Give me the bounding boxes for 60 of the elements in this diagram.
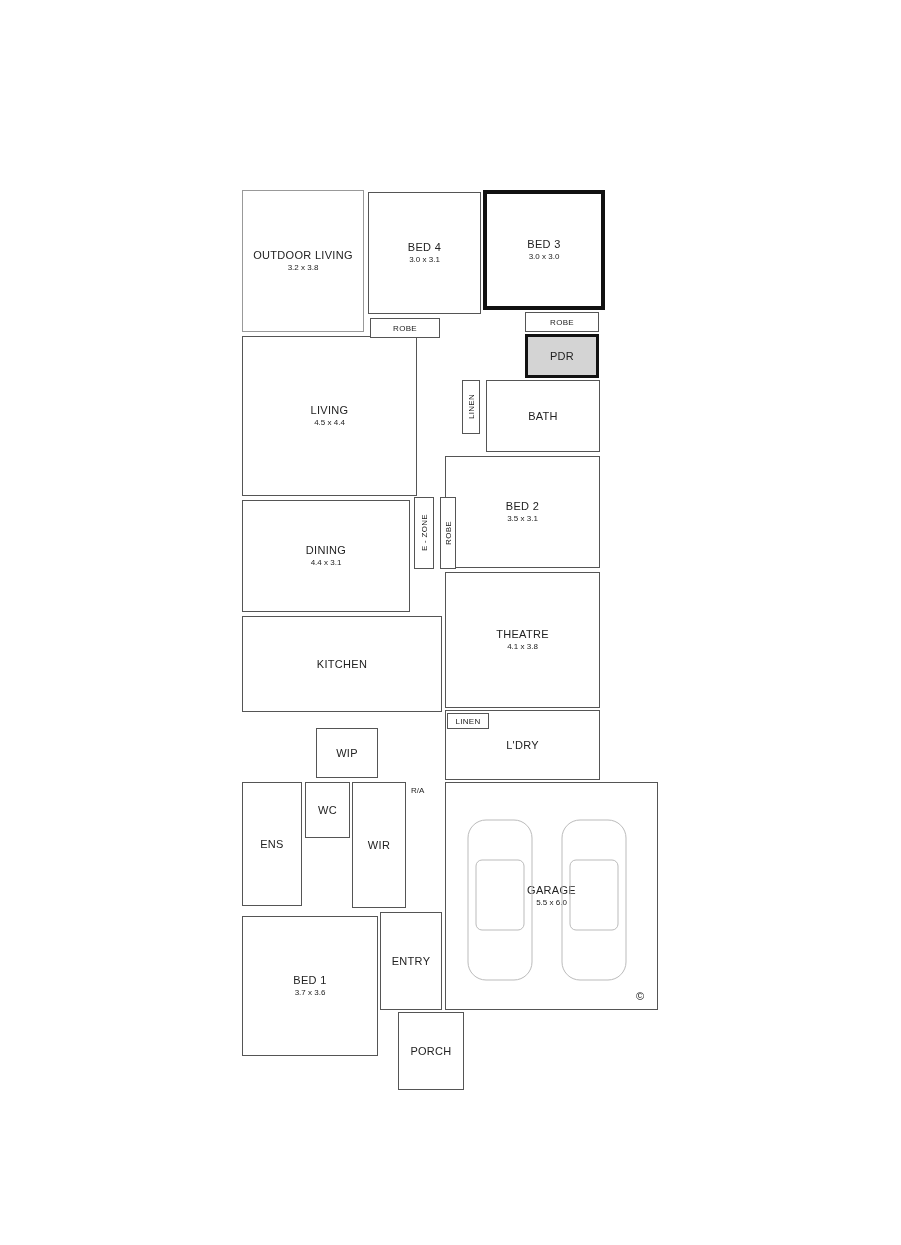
room-name: ENS <box>260 837 284 851</box>
ra-note: R/A <box>411 786 425 795</box>
room <box>242 782 302 906</box>
room-name: BED 3 <box>527 238 561 251</box>
room-name: WC <box>318 803 337 817</box>
room <box>368 192 481 314</box>
room-dimensions: 3.5 x 3.1 <box>507 513 538 524</box>
room-name: ROBE <box>550 316 574 329</box>
room-dimensions: 4.5 x 4.4 <box>314 417 345 428</box>
room <box>445 572 600 708</box>
room-dimensions: 3.7 x 3.6 <box>294 987 326 998</box>
room <box>486 380 600 452</box>
room <box>352 782 406 908</box>
room <box>380 912 442 1010</box>
room <box>242 336 417 496</box>
room-dimensions: 5.5 x 6.0 <box>536 897 567 908</box>
room-name: THEATRE <box>496 628 549 641</box>
room-name: OUTDOOR LIVING <box>253 249 353 262</box>
room-name: LINEN <box>465 394 477 420</box>
room-dimensions: 4.1 x 3.8 <box>507 641 538 652</box>
room-name: BED 4 <box>407 241 442 254</box>
room-name: E - ZONE <box>418 514 430 552</box>
room-name: LINEN <box>455 715 481 728</box>
room-dimensions: 4.4 x 3.1 <box>310 557 342 568</box>
bedroom <box>483 190 605 310</box>
storage-space <box>414 497 434 569</box>
room-dimensions: 3.2 x 3.8 <box>287 262 319 273</box>
room <box>242 500 410 612</box>
powder-room <box>525 334 599 378</box>
room-name: ENTRY <box>391 954 431 968</box>
storage-space <box>525 312 599 332</box>
room <box>242 916 378 1056</box>
room <box>445 456 600 568</box>
room-name: ROBE <box>393 322 417 335</box>
room <box>242 616 442 712</box>
room-name: BED 2 <box>505 500 540 513</box>
room-name: PORCH <box>410 1044 452 1058</box>
storage-space <box>440 497 456 569</box>
room <box>305 782 350 838</box>
room-name: WIP <box>336 746 358 760</box>
room-dimensions: 3.0 x 3.1 <box>409 254 440 265</box>
room-name: WIR <box>367 838 391 852</box>
room-name: L'DRY <box>506 738 539 752</box>
storage-space <box>370 318 440 338</box>
room-name: BATH <box>528 409 558 423</box>
room-dimensions: 3.0 x 3.0 <box>528 251 560 262</box>
storage-space <box>462 380 480 434</box>
room-name: BED 1 <box>293 974 327 987</box>
room-name: KITCHEN <box>316 657 368 671</box>
room-name: GARAGE <box>527 884 576 897</box>
outdoor-area <box>242 190 364 332</box>
room-name: PDR <box>549 349 575 363</box>
room-name: DINING <box>305 544 347 557</box>
room-name: LIVING <box>310 404 349 417</box>
room-name: ROBE <box>442 521 454 545</box>
room <box>398 1012 464 1090</box>
room <box>445 710 600 780</box>
room <box>445 782 658 1010</box>
copyright-mark: © <box>636 990 645 1002</box>
room <box>316 728 378 778</box>
